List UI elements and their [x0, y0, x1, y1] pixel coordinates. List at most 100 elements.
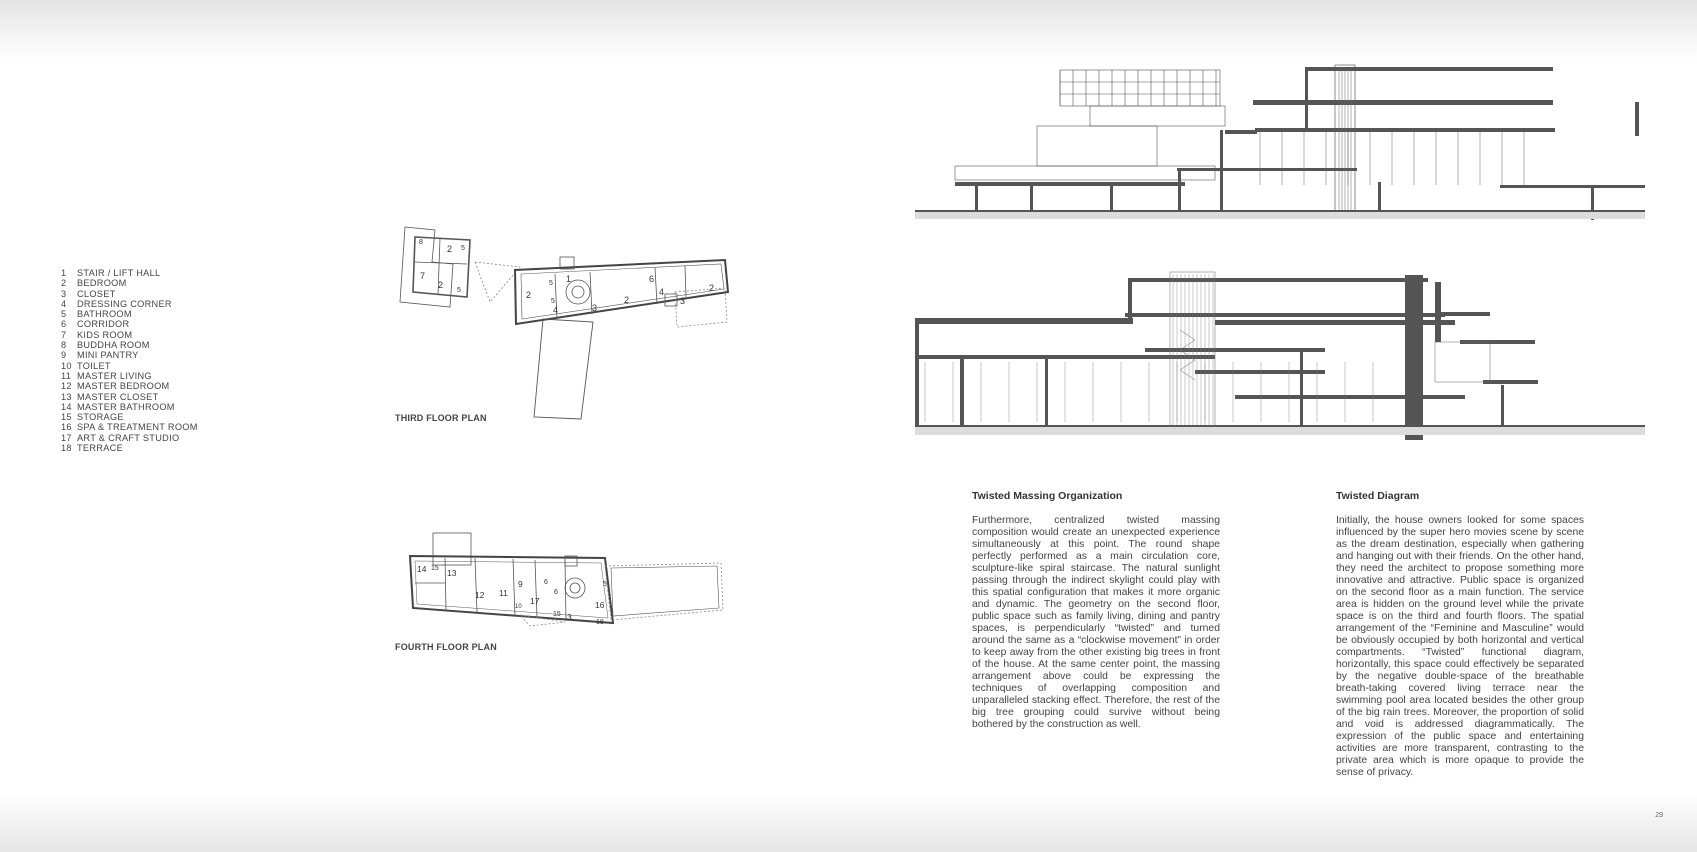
- legend-number: 18: [61, 443, 72, 454]
- legend-number: 11: [61, 370, 72, 381]
- legend-number: 9: [61, 350, 67, 361]
- legend-number: 7: [61, 329, 67, 340]
- plan-label: 13: [447, 568, 457, 578]
- legend-item: 8 BUDDHA ROOM: [61, 340, 198, 350]
- plan-label: 5: [457, 287, 461, 294]
- legend-label: TOILET: [77, 360, 111, 371]
- legend-item: 17 ART & CRAFT STUDIO: [61, 433, 198, 443]
- article-heading-diagram: Twisted Diagram: [1336, 490, 1420, 502]
- legend-item: 1 STAIR / LIFT HALL: [61, 268, 198, 278]
- plan-label: 4: [553, 305, 558, 315]
- plan-label: 1: [566, 274, 571, 284]
- plan-label: 2: [624, 295, 629, 305]
- legend-number: 1: [61, 268, 67, 278]
- plan-label: 2: [526, 290, 531, 300]
- legend-item: 4 DRESSING CORNER: [61, 299, 198, 309]
- plan-label: 3: [567, 612, 572, 622]
- plan-label: 2: [438, 280, 443, 290]
- plan-label: 8: [419, 239, 423, 246]
- legend-label: CLOSET: [77, 288, 116, 299]
- legend-item: 15 STORAGE: [61, 412, 198, 422]
- plan-label: 7: [420, 271, 425, 281]
- legend-label: KIDS ROOM: [77, 329, 133, 340]
- legend-item: 10 TOILET: [61, 361, 198, 371]
- plan-label: 10: [515, 604, 522, 610]
- legend-label: TERRACE: [77, 443, 124, 454]
- article-body-massing: Furthermore, centralized twisted massing…: [972, 515, 1220, 730]
- article-heading-massing: Twisted Massing Organization: [972, 490, 1123, 502]
- plan-label: 5: [551, 298, 555, 305]
- legend-number: 5: [61, 309, 67, 320]
- plan-label: 6: [554, 589, 558, 596]
- page-top-shadow: [0, 0, 1697, 60]
- plan-label: 5: [461, 245, 465, 252]
- legend-number: 4: [61, 298, 67, 309]
- legend-number: 3: [61, 288, 67, 299]
- plan-label: 15: [431, 565, 439, 572]
- plan-label: 9: [518, 579, 523, 589]
- plan-label: 11: [499, 588, 508, 598]
- room-legend: 1 STAIR / LIFT HALL 2 BEDROOM 3 CLOSET 4 DRESSI…: [61, 268, 198, 453]
- plan-label: 5: [603, 581, 607, 588]
- legend-label: MASTER BATHROOM: [77, 401, 175, 412]
- plan-label: 6: [544, 579, 548, 586]
- page-bottom-shadow: [0, 792, 1697, 852]
- plan-label: 2: [447, 244, 452, 254]
- legend-label: MASTER BEDROOM: [77, 381, 170, 392]
- legend-item: 14 MASTER BATHROOM: [61, 402, 198, 412]
- plan-label: 3: [592, 303, 597, 313]
- legend-item: 5 BATHROOM: [61, 309, 198, 319]
- legend-item: 16 SPA & TREATMENT ROOM: [61, 422, 198, 432]
- legend-label: MASTER LIVING: [77, 370, 152, 381]
- legend-label: BUDDHA ROOM: [77, 340, 150, 351]
- plan-label: 14: [417, 564, 427, 574]
- legend-number: 10: [61, 360, 72, 371]
- legend-item: 12 MASTER BEDROOM: [61, 381, 198, 391]
- legend-item: 7 KIDS ROOM: [61, 330, 198, 340]
- legend-label: STAIR / LIFT HALL: [77, 268, 161, 278]
- legend-label: ART & CRAFT STUDIO: [77, 432, 180, 443]
- legend-number: 16: [61, 422, 72, 433]
- plan-label: 15: [553, 611, 561, 618]
- plan-label: 2: [709, 283, 714, 293]
- plan-label: 4: [659, 287, 664, 297]
- legend-number: 12: [61, 381, 72, 392]
- plan-label: 5: [549, 280, 553, 287]
- fourth-floor-plan: 14 15 13 12 11 9 6 17 10 6 16 5 15 3 18: [408, 532, 724, 627]
- legend-label: DRESSING CORNER: [77, 298, 172, 309]
- legend-number: 8: [61, 340, 67, 351]
- legend-label: SPA & TREATMENT ROOM: [77, 422, 198, 433]
- third-floor-plan: 2 8 5 7 2 5 5 1 2 5 4 3 2 6 4 3 2: [399, 226, 730, 420]
- legend-number: 2: [61, 278, 67, 289]
- article-body-diagram: Initially, the house owners looked for s…: [1336, 515, 1584, 778]
- legend-item: 13 MASTER CLOSET: [61, 392, 198, 402]
- legend-number: 13: [61, 391, 72, 402]
- legend-item: 9 MINI PANTRY: [61, 350, 198, 360]
- legend-number: 14: [61, 401, 72, 412]
- plan-label: 17: [530, 596, 540, 606]
- building-section-bottom: [915, 271, 1645, 440]
- legend-label: STORAGE: [77, 412, 124, 423]
- legend-item: 3 CLOSET: [61, 289, 198, 299]
- plan-label: 6: [649, 274, 654, 284]
- legend-item: 11 MASTER LIVING: [61, 371, 198, 381]
- legend-number: 15: [61, 412, 72, 423]
- legend-label: MINI PANTRY: [77, 350, 139, 361]
- legend-label: BEDROOM: [77, 278, 127, 289]
- legend-number: 6: [61, 319, 67, 330]
- legend-item: 18 TERRACE: [61, 443, 198, 453]
- fourth-floor-caption: FOURTH FLOOR PLAN: [395, 642, 497, 652]
- plan-label: 3: [680, 296, 685, 306]
- building-section-top: [915, 64, 1645, 220]
- legend-item: 2 BEDROOM: [61, 278, 198, 288]
- page-number: 29: [1655, 812, 1663, 819]
- third-floor-caption: THIRD FLOOR PLAN: [395, 413, 487, 423]
- legend-label: CORRIDOR: [77, 319, 130, 330]
- legend-label: MASTER CLOSET: [77, 391, 159, 402]
- legend-item: 6 CORRIDOR: [61, 319, 198, 329]
- plan-label: 12: [475, 590, 485, 600]
- plan-label: 18: [596, 619, 604, 626]
- legend-label: BATHROOM: [77, 309, 132, 320]
- legend-number: 17: [61, 432, 72, 443]
- plan-label: 16: [595, 600, 605, 610]
